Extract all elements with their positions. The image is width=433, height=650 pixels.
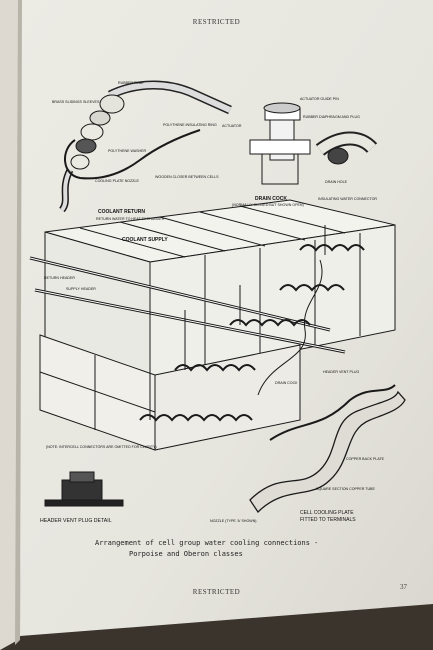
label-wooden-closer: WOODEN CLOSER BETWEEN CELLS: [155, 175, 219, 179]
page-header: RESTRICTED: [192, 18, 241, 26]
label-return-header: RETURN HEADER: [44, 276, 75, 280]
label-fitted-to-terminals: FITTED TO TERMINALS: [300, 517, 356, 523]
label-note: (NOTE: INTERCELL CONNECTORS ARE OMITTED …: [46, 445, 157, 449]
label-polythene-ring: POLYTHENE INSULATING RING: [163, 123, 217, 127]
page-number: 37: [400, 583, 407, 591]
label-copper-back-plate: COPPER BACK PLATE: [346, 457, 385, 461]
label-header-vent-plug: HEADER VENT PLUG: [323, 370, 359, 374]
caption-line-1: Arrangement of cell group water cooling …: [95, 539, 319, 547]
label-cooling-plate-nozzle: COOLING PLATE NOZZLE: [95, 179, 139, 183]
label-actuator: ACTUATOR: [222, 124, 242, 128]
label-rubber-tube: RUBBER TUBE: [118, 81, 144, 85]
caption-line-2: Porpoise and Oberon classes: [129, 550, 243, 558]
page-footer: RESTRICTED: [192, 588, 241, 596]
label-supply-header: SUPPLY HEADER: [66, 287, 96, 291]
label-drain-cock-note: (NORMALLY CLOSED BUT SHOWN OPEN): [232, 203, 304, 207]
label-insulating-connector: INSULATING WATER CONNECTOR: [318, 197, 377, 201]
label-rubber-diaphragm: RUBBER DIAPHRAGM AND PLUG: [303, 115, 360, 119]
figure-caption: Arrangement of cell group water cooling …: [95, 538, 395, 560]
label-polythene-washer: POLYTHENE WASHER: [108, 149, 147, 153]
label-cell-cooling-plate: CELL COOLING PLATE: [300, 510, 354, 516]
label-coolant-return: COOLANT RETURN: [98, 209, 145, 215]
diagram-labels: RUBBER TUBE BRASS SLIDINGS SLEEVES POLYT…: [40, 81, 385, 524]
label-brass-slidings: BRASS SLIDINGS SLEEVES: [52, 100, 100, 104]
label-actuator-guide-pin: ACTUATOR GUIDE PIN: [300, 97, 339, 101]
label-drain-hole: DRAIN HOLE: [325, 180, 348, 184]
label-coolant-supply: COOLANT SUPPLY: [122, 237, 168, 243]
label-copper-tube: SQUARE SECTION COPPER TUBE: [316, 487, 375, 491]
label-coolant-return-note: RETURN WATER TO HEAT EXCHANGER: [96, 217, 165, 221]
diagram-artwork: [29, 80, 406, 514]
label-header-vent-plug-detail: HEADER VENT PLUG DETAIL: [40, 518, 112, 524]
label-drain-cock-2: DRAIN COCK: [275, 381, 298, 385]
label-drain-cock: DRAIN COCK: [255, 196, 287, 202]
label-nozzle: NOZZLE (TYPE 'A' SHOWN): [210, 519, 257, 523]
